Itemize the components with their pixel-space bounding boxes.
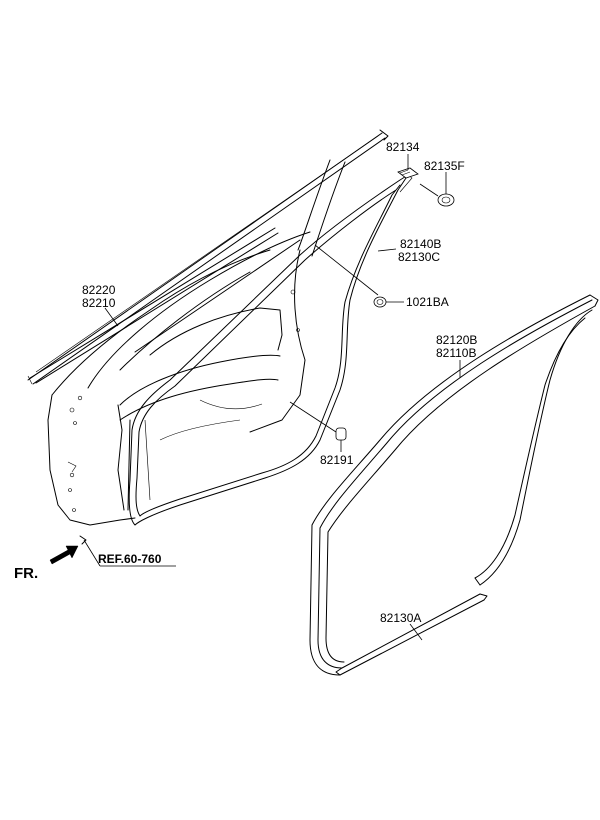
leader-82130A [409,623,423,641]
label-82130A: 82130A [380,611,421,625]
label-82135F: 82135F [424,159,465,173]
leader-ref-arrow [83,539,101,567]
label-82134: 82134 [386,140,420,154]
leader-82220 [104,307,119,327]
part-82191-plug [289,401,347,441]
label-82191: 82191 [320,453,354,467]
part-82135F-grommet [419,183,455,207]
sill-weatherstrip-82130A [335,593,488,676]
door-side-weatherstrip [128,174,413,526]
front-direction-arrow-icon [49,545,79,565]
label-82130C: 82130C [398,250,440,264]
label-ref: REF.60-760 [98,552,162,566]
leader-82140B [377,248,397,252]
label-1021BA: 1021BA [406,295,449,309]
leader-1021BA-upper [314,244,379,296]
part-1021BA-clip [373,296,387,308]
label-82210: 82210 [82,296,116,310]
outer-belt-moulding-lower [27,227,279,385]
label-82120B: 82120B [436,333,477,347]
label-fr: FR. [14,565,38,582]
label-82110B: 82110B [436,346,476,360]
label-82140B: 82140B [400,237,441,251]
part-82134-pad [397,167,419,179]
label-82220: 82220 [82,283,116,297]
body-side-weatherstrip [309,294,599,676]
outer-belt-moulding-upper [27,129,389,385]
ref-arrow-head [79,535,87,545]
